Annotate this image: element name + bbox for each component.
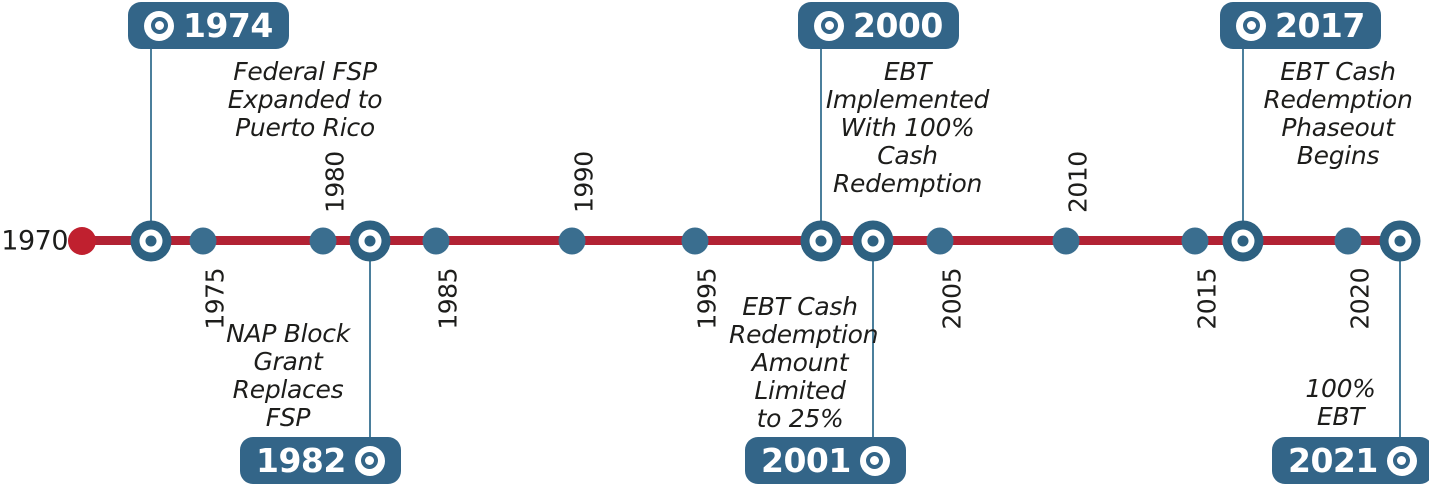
tick-label-1990: 1990 — [569, 151, 599, 213]
tick-dot-2005 — [926, 227, 954, 255]
event-marker-2021[interactable] — [1379, 220, 1421, 262]
event-description-2000: EBT Implemented With 100% Cash Redemptio… — [825, 57, 990, 198]
event-description-1982: NAP Block Grant Replaces FSP — [226, 319, 350, 432]
stem-2000 — [820, 47, 822, 224]
stem-2001 — [872, 258, 874, 439]
tick-dot-1975 — [189, 227, 217, 255]
tick-label-2020: 2020 — [1345, 268, 1375, 330]
tick-label-2010: 2010 — [1063, 151, 1093, 213]
target-icon — [354, 445, 385, 476]
target-icon — [144, 10, 174, 41]
tick-dot-2015 — [1181, 227, 1209, 255]
stem-2017 — [1242, 47, 1244, 224]
axis-start-dot — [68, 227, 96, 255]
event-description-2001: EBT Cash Redemption Amount Limited to 25… — [729, 292, 879, 433]
year-badge-1974[interactable]: 1974 — [128, 2, 289, 49]
year-badge-label-2000: 2000 — [853, 6, 943, 45]
timeline-axis-line — [82, 236, 1400, 245]
event-description-1974: Federal FSP Expanded to Puerto Rico — [227, 57, 383, 142]
target-icon — [814, 10, 844, 41]
event-description-2017: EBT Cash Redemption Phaseout Begins — [1263, 57, 1413, 170]
tick-label-1995: 1995 — [692, 268, 722, 330]
target-icon — [1386, 445, 1417, 476]
stem-2021 — [1399, 258, 1401, 439]
tick-label-2005: 2005 — [937, 268, 967, 330]
year-badge-label-2021: 2021 — [1288, 441, 1378, 480]
tick-dot-2010 — [1052, 227, 1080, 255]
event-description-2021: 100% EBT — [1305, 374, 1376, 431]
stem-1982 — [369, 258, 371, 439]
tick-label-1980: 1980 — [320, 151, 350, 213]
target-icon — [859, 445, 890, 476]
event-marker-2017[interactable] — [1222, 220, 1264, 262]
tick-label-2015: 2015 — [1192, 268, 1222, 330]
tick-dot-1985 — [422, 227, 450, 255]
event-marker-2000[interactable] — [800, 220, 842, 262]
year-badge-label-2017: 2017 — [1275, 6, 1365, 45]
tick-dot-1980 — [309, 227, 337, 255]
target-icon — [1236, 10, 1266, 41]
tick-dot-1995 — [681, 227, 709, 255]
year-badge-label-1974: 1974 — [183, 6, 273, 45]
stem-1974 — [150, 47, 152, 224]
year-badge-2017[interactable]: 2017 — [1220, 2, 1381, 49]
year-badge-1982[interactable]: 1982 — [240, 437, 401, 484]
event-marker-1982[interactable] — [349, 220, 391, 262]
event-marker-1974[interactable] — [130, 220, 172, 262]
year-badge-2001[interactable]: 2001 — [745, 437, 906, 484]
year-badge-label-1982: 1982 — [256, 441, 346, 480]
tick-label-1985: 1985 — [433, 268, 463, 330]
tick-dot-2020 — [1334, 227, 1362, 255]
year-badge-2000[interactable]: 2000 — [798, 2, 959, 49]
event-marker-2001[interactable] — [852, 220, 894, 262]
year-badge-2021[interactable]: 2021 — [1272, 437, 1429, 484]
tick-dot-1990 — [558, 227, 586, 255]
axis-start-label: 1970 — [1, 225, 68, 257]
year-badge-label-2001: 2001 — [761, 441, 851, 480]
